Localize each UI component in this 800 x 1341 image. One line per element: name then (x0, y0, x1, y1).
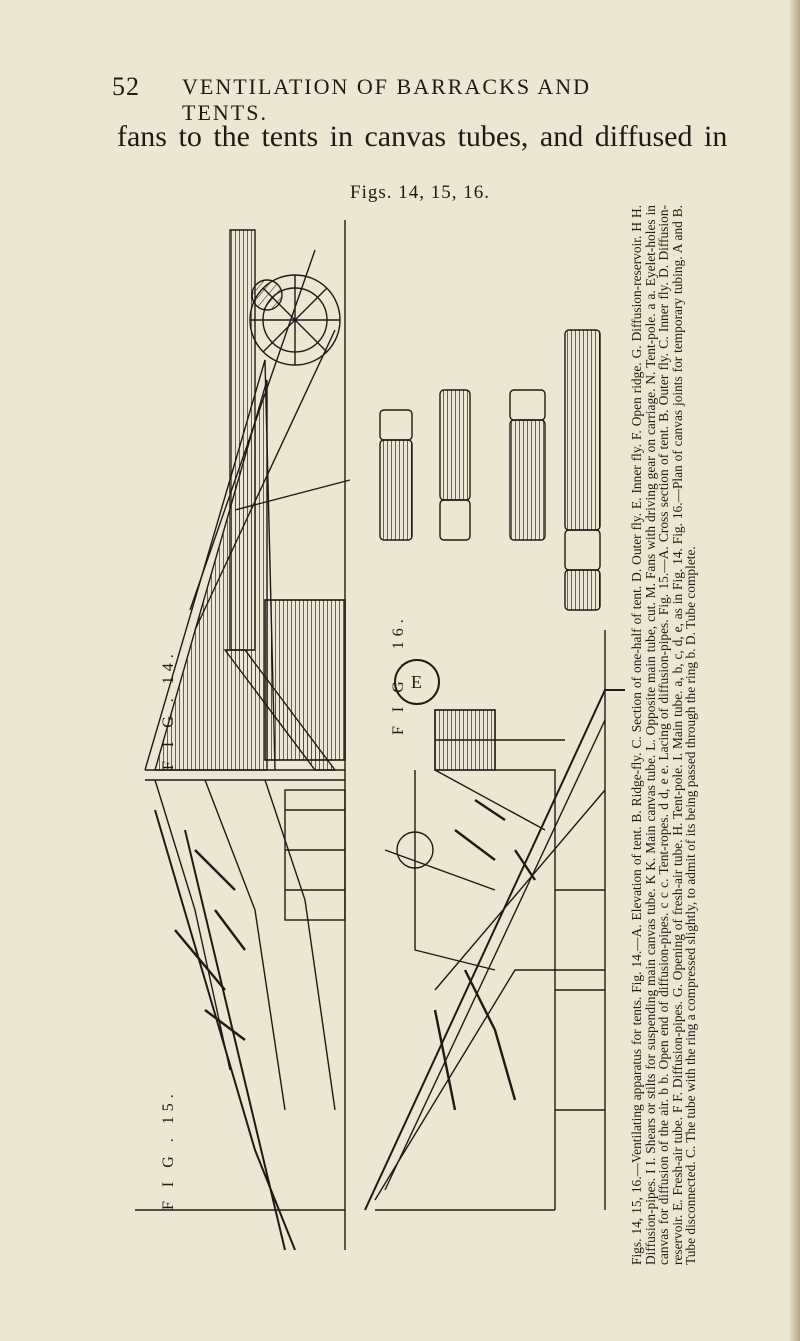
page-edge (790, 0, 800, 1341)
fig16-tube-d (564, 329, 601, 531)
fig16-tube-c (509, 419, 546, 541)
caption-text: Figs. 14, 15, 16.—Ventilating apparatus … (629, 205, 699, 1265)
page-number: 52 (112, 72, 140, 101)
fig15-inner-fly (384, 719, 606, 1191)
engraving-figure-14-15-16: E (135, 220, 625, 1251)
fig15-label: F I G . 15. (160, 1089, 177, 1210)
fig14-diffusion-pipes (154, 779, 336, 1111)
fig16-drawing (379, 329, 601, 611)
fig14-label: F I G . 14. (160, 649, 177, 770)
running-head: 52 VENTILATION OF BARRACKS AND TENTS. (112, 72, 632, 125)
fig16-label: F I G . 16. (390, 614, 407, 735)
fig15-fresh-air-tube (394, 659, 440, 705)
fig14-tent-body (264, 599, 346, 761)
fig15-drawing: E (364, 630, 625, 1211)
figures-heading: Figs. 14, 15, 16. (350, 182, 490, 203)
fig15-main-tube (495, 769, 556, 1210)
figure-caption: Figs. 14, 15, 16.—Ventilating apparatus … (629, 205, 730, 1265)
fig16-tube-b (439, 389, 471, 501)
fig14-drawing (135, 220, 351, 1251)
svg-text:E: E (411, 672, 422, 692)
engraving-plate: E F I G . 14. F I G . 15. F I G . 16. (135, 210, 625, 1260)
running-title: VENTILATION OF BARRACKS AND TENTS. (182, 74, 592, 125)
body-text-line: fans to the tents in canvas tubes, and d… (117, 120, 728, 153)
fig16-tube-a (379, 439, 413, 541)
